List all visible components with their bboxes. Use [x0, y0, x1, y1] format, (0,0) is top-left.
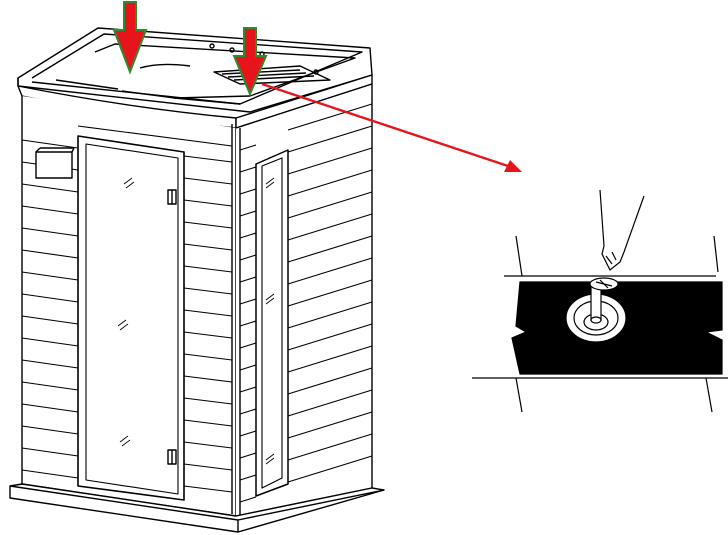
fastener-detail	[472, 189, 728, 413]
side-window	[255, 149, 289, 497]
base-plinth	[9, 483, 385, 533]
side-siding	[239, 103, 373, 503]
pointer-arrow-icon	[261, 82, 522, 172]
screw	[589, 277, 619, 324]
screwdriver-icon	[599, 189, 645, 271]
control-panel	[35, 151, 73, 179]
glass-door	[77, 135, 185, 501]
sauna-cabin	[9, 27, 385, 533]
down-arrow-icon	[112, 1, 148, 75]
front-siding	[21, 125, 233, 493]
down-arrow-icon	[232, 27, 268, 97]
